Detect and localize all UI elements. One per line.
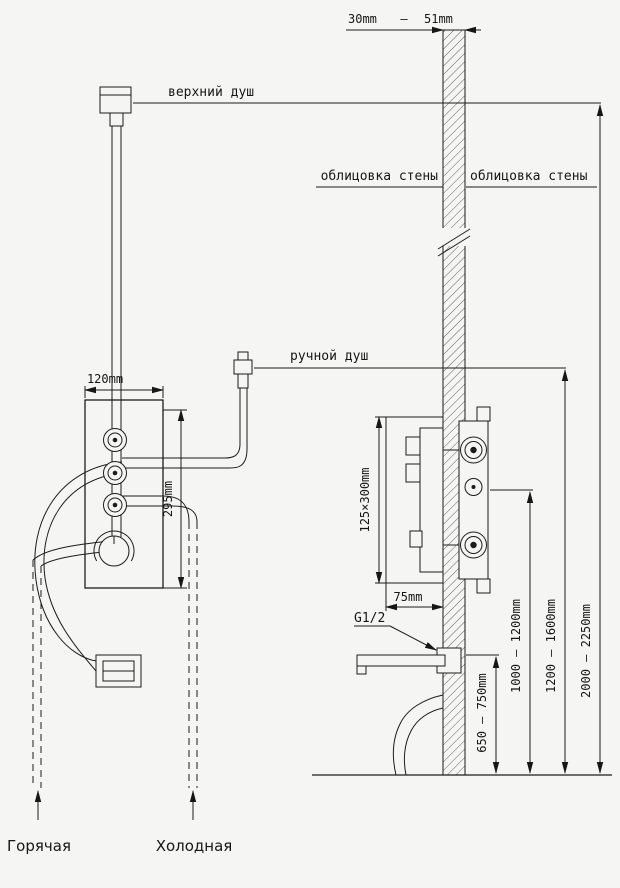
upper-shower-label: верхний душ (168, 85, 254, 100)
wall-thickness-max-label: 51mm (424, 12, 453, 26)
box-offset-label: 75mm (394, 590, 423, 604)
trim-plate (458, 406, 491, 594)
spout-height-label: 650 – 750mm (475, 673, 489, 752)
wall-thickness-dimension: 30mm — 51mm (346, 12, 481, 34)
diverter-button-bottom (460, 531, 487, 559)
panel-width-label: 120mm (87, 372, 123, 386)
thread-callout: G1/2 (354, 611, 437, 651)
cold-supply-indicator: Холодная (156, 790, 233, 855)
panel-height-label: 295mm (161, 481, 175, 517)
upper-shower-head (99, 86, 132, 127)
upper-shower-height-label: 2000 – 2250mm (579, 604, 593, 698)
wall-section (437, 29, 471, 775)
hand-shower-reference: ручной душ (254, 349, 566, 369)
fixture-sketch (392, 694, 444, 776)
shower-panel (84, 399, 164, 589)
cladding-left-label: облицовка стены (321, 169, 439, 184)
wall-spout (356, 647, 462, 675)
thermostat-dial (93, 530, 135, 567)
mixer-handle (464, 478, 483, 496)
panel-height-dimension: 295mm (161, 409, 187, 589)
bath-spout-box (95, 654, 142, 688)
mixer-height-label: 1000 – 1200mm (509, 599, 523, 693)
cold-supply-label: Холодная (156, 837, 233, 855)
thread-label: G1/2 (354, 611, 385, 626)
wall-break-symbol (437, 228, 471, 257)
hand-shower-label: ручной душ (290, 349, 368, 364)
panel-button-3 (103, 493, 127, 517)
cladding-right-label: облицовка стены (470, 169, 588, 184)
wall-cladding-labels: облицовка стены облицовка стены (316, 169, 597, 188)
box-size-dimension: 125×300mm (358, 416, 386, 584)
panel-button-1 (103, 428, 127, 452)
wall-thickness-dash: — (400, 12, 408, 26)
concealed-box (385, 416, 459, 584)
hand-shower-outlet (233, 351, 253, 389)
hot-supply-indicator: Горячая (7, 790, 71, 855)
panel-button-2 (103, 461, 127, 485)
hand-shower-height-label: 1200 – 1600mm (544, 599, 558, 693)
hot-supply-label: Горячая (7, 837, 71, 855)
height-dimensions: 650 – 750mm 1000 – 1200mm 1200 – 1600mm … (466, 104, 604, 774)
panel-width-dimension: 120mm (84, 372, 164, 398)
box-offset-dimension: 75mm (385, 583, 444, 611)
diverter-button-top (460, 436, 487, 464)
supply-pipes (32, 126, 248, 788)
box-size-label: 125×300mm (358, 467, 372, 532)
upper-shower-reference: верхний душ (133, 85, 601, 104)
wall-thickness-min-label: 30mm (348, 12, 377, 26)
